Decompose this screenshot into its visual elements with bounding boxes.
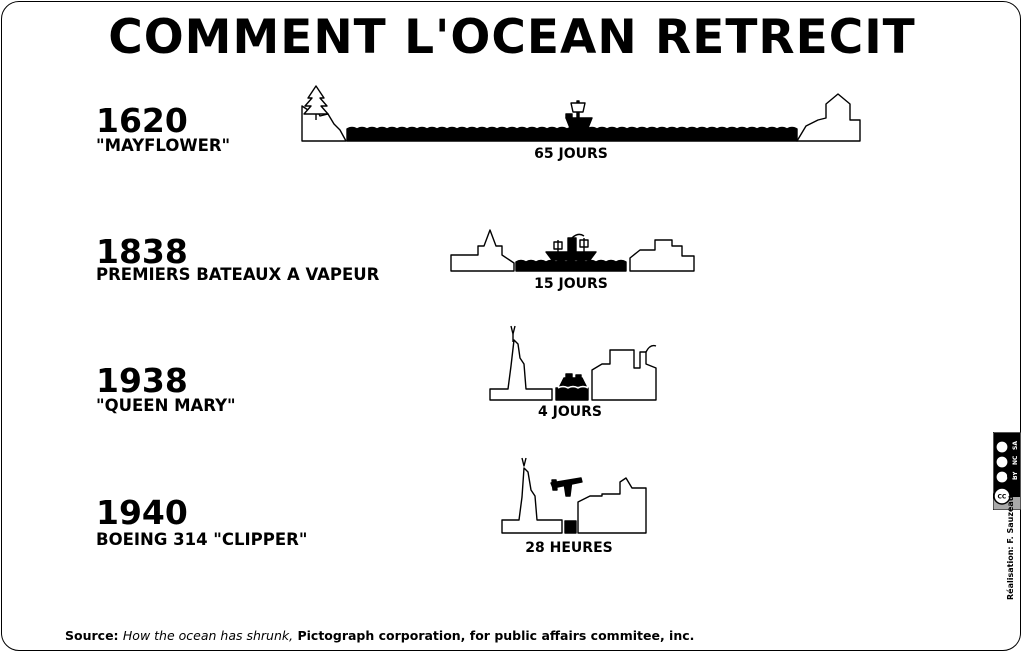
ocean-gap-1940 [564,520,577,534]
america-port-buildings-icon [629,239,695,272]
atlantic-ocean-1620 [346,126,798,142]
steamboat-icon [545,233,597,261]
cc-label: CC [998,494,1007,501]
source-citation: Source: How the ocean has shrunk, Pictog… [65,628,694,643]
statue-of-liberty-icon [489,325,553,401]
clipper-airplane-icon [550,477,583,497]
nc-icon [995,455,1009,469]
new-york-skyline-icon [591,344,657,401]
row-1620-duration: 65 JOURS [534,146,608,162]
europe-coast-forest-icon [301,85,347,142]
row-1938-name: "QUEEN MARY" [96,396,236,415]
cc-icon [993,487,1011,505]
atlantic-ocean-1838 [515,259,627,272]
page-title: COMMENT L'OCEAN RETRECIT [108,10,916,65]
row-1938-duration: 4 JOURS [538,404,602,420]
by-icon [995,470,1009,484]
source-prefix: Source: [65,628,119,643]
row-1838-duration: 15 JOURS [534,276,608,292]
row-1938-year: 1938 [96,361,188,400]
america-coast-church-icon [796,93,861,142]
row-1620-year: 1620 [96,101,188,140]
mayflower-ship-icon [565,100,593,129]
row-1620-name: "MAYFLOWER" [96,136,231,155]
sa-label: SA [1012,441,1019,450]
row-1940-name: BOEING 314 "CLIPPER" [96,530,308,549]
row-1940-duration: 28 HEURES [525,540,613,556]
sa-icon [995,440,1009,454]
row-1838-year: 1838 [96,232,188,271]
by-label: BY [1012,471,1019,480]
row-1838-name: PREMIERS BATEAUX A VAPEUR [96,265,380,284]
queen-mary-ship-icon [555,373,589,401]
row-1940-year: 1940 [96,493,188,532]
nc-label: NC [1012,455,1019,465]
source-work-title: How the ocean has shrunk, [122,628,294,643]
new-york-skyline-small-icon [577,477,647,534]
statue-of-liberty-small-icon [501,457,563,534]
europe-port-cathedral-icon [450,229,515,272]
author-credit: Réalisation: F. Sauzeau, 2023 [1006,467,1015,600]
source-publisher: Pictograph corporation, for public affai… [297,628,695,643]
